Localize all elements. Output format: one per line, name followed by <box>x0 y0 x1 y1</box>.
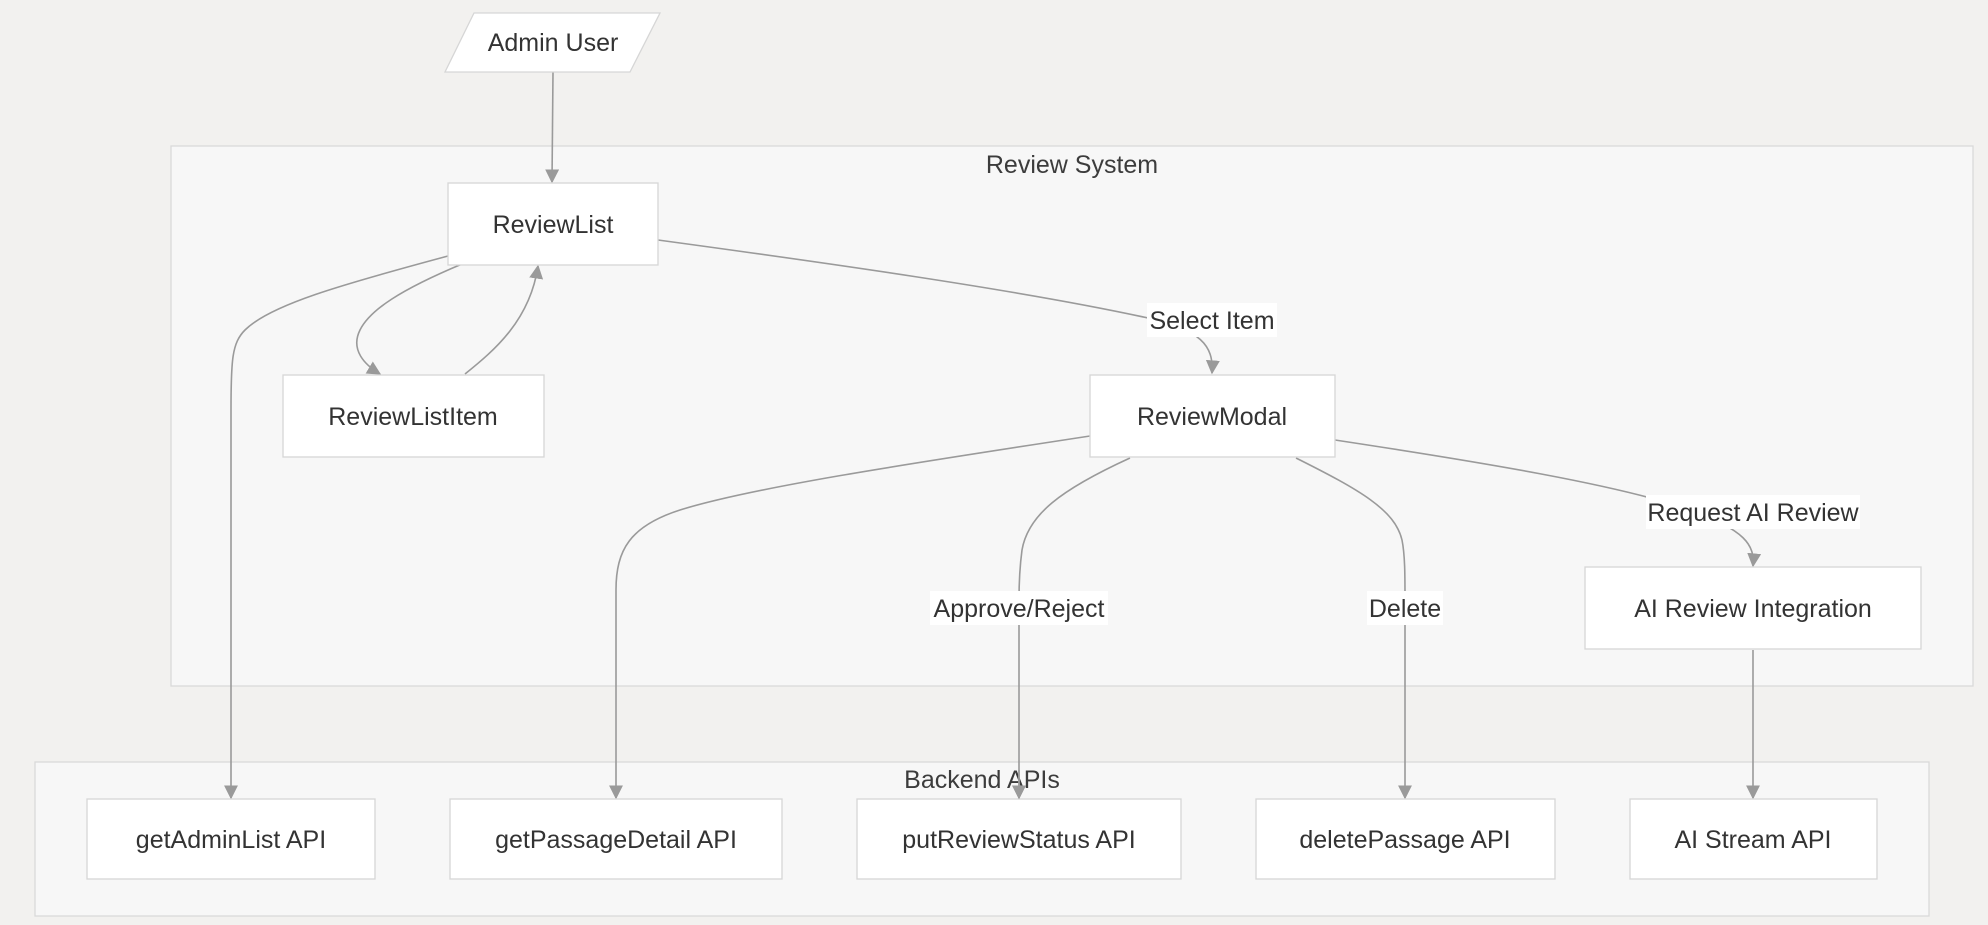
putreviewstatus-api-node[interactable]: putReviewStatus API <box>856 798 1182 880</box>
svg-text:getAdminList API: getAdminList API <box>136 826 326 854</box>
edge-admin-to-reviewlist <box>545 71 560 184</box>
admin-user-node[interactable]: Admin User <box>443 12 662 73</box>
svg-text:AI Review Integration: AI Review Integration <box>1634 595 1872 623</box>
getadminlist-api-node[interactable]: getAdminList API <box>86 798 376 880</box>
edge-reviewmodal-to-putreviewstatus <box>1012 457 1131 800</box>
reviewlist-node[interactable]: ReviewList <box>447 182 659 266</box>
edge-reviewmodal-to-getpassagedetail <box>609 435 1091 800</box>
edge-reviewlist-to-reviewmodal <box>657 239 1220 375</box>
svg-text:Approve/Reject: Approve/Reject <box>934 595 1105 623</box>
svg-text:Select Item: Select Item <box>1149 307 1274 335</box>
edge-label-request-ai-review: Request AI Review <box>1646 495 1860 529</box>
reviewlistitem-node[interactable]: ReviewListItem <box>282 374 545 458</box>
svg-text:getPassageDetail API: getPassageDetail API <box>495 826 737 854</box>
edge-reviewmodal-to-aireview <box>1334 439 1762 568</box>
edge-label-delete: Delete <box>1367 591 1443 625</box>
edge-reviewlist-to-reviewlistitem <box>355 263 463 375</box>
edges <box>224 71 1762 800</box>
backend-apis-title: Backend APIs <box>904 766 1060 794</box>
deletepassage-api-node[interactable]: deletePassage API <box>1255 798 1556 880</box>
svg-text:Admin User: Admin User <box>488 29 619 57</box>
getpassagedetail-api-node[interactable]: getPassageDetail API <box>449 798 783 880</box>
edge-label-select-item: Select Item <box>1147 303 1277 337</box>
edge-reviewlist-to-getadminlist <box>224 255 449 800</box>
edge-reviewlistitem-to-reviewlist <box>464 264 544 375</box>
edge-label-approve-reject: Approve/Reject <box>930 591 1108 625</box>
svg-text:ReviewListItem: ReviewListItem <box>328 403 498 431</box>
svg-text:deletePassage API: deletePassage API <box>1299 826 1510 854</box>
reviewmodal-node[interactable]: ReviewModal <box>1089 374 1336 458</box>
svg-text:ReviewModal: ReviewModal <box>1137 403 1287 431</box>
svg-text:AI Stream API: AI Stream API <box>1674 826 1831 854</box>
ai-review-integration-node[interactable]: AI Review Integration <box>1584 566 1922 650</box>
svg-text:Delete: Delete <box>1369 595 1441 623</box>
ai-stream-api-node[interactable]: AI Stream API <box>1629 798 1878 880</box>
review-system-title: Review System <box>986 151 1158 179</box>
svg-text:putReviewStatus API: putReviewStatus API <box>902 826 1135 854</box>
svg-text:Request AI Review: Request AI Review <box>1647 499 1859 527</box>
edge-reviewmodal-to-deletepassage <box>1295 457 1412 800</box>
svg-text:ReviewList: ReviewList <box>493 211 614 239</box>
